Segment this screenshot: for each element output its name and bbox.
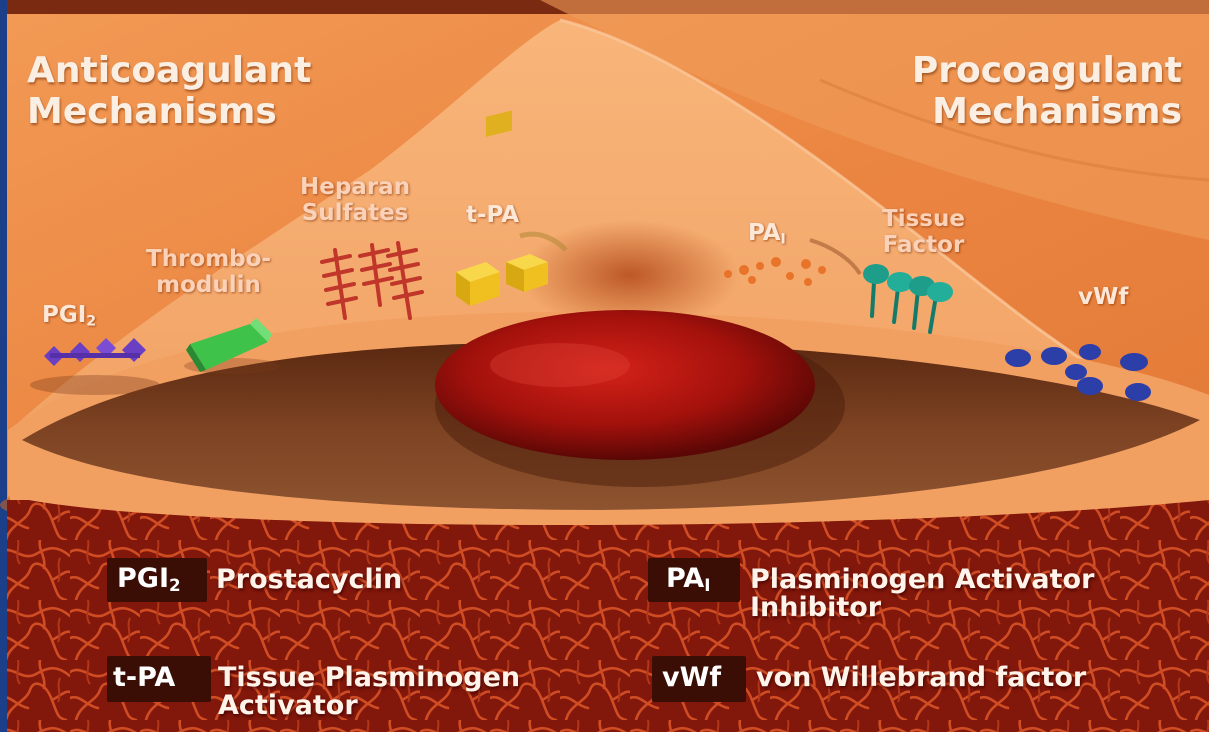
procoagulant-heading-line-1: Procoagulant	[912, 50, 1182, 91]
thrombomodulin-label: Thrombo- modulin	[146, 246, 271, 298]
heparan-sulfates-label-line-1: Heparan	[300, 174, 410, 200]
pgi2-label-base: PGI	[42, 302, 86, 328]
pai-label: PAI	[748, 220, 786, 253]
key-abbr-pai-subscript: I	[704, 575, 710, 595]
pgi2-label: PGI2	[42, 302, 96, 335]
pai-label-subscript: I	[781, 232, 786, 248]
key-definition-pai: Plasminogen Activator Inhibitor	[750, 566, 1094, 622]
tissue-factor-label: Tissue Factor	[882, 206, 965, 258]
key-definition-pgi2-line-1: Prostacyclin	[216, 566, 402, 594]
heparan-sulfates-label: Heparan Sulfates	[300, 174, 410, 226]
procoagulant-heading-line-2: Mechanisms	[912, 91, 1182, 132]
key-abbr-pgi2-subscript: 2	[169, 575, 181, 595]
key-abbr-tpa: t-PA	[113, 662, 175, 694]
thrombomodulin-label-line-2: modulin	[146, 272, 271, 298]
key-abbr-pgi2: PGI2	[117, 563, 181, 601]
heparan-sulfates-label-line-2: Sulfates	[300, 200, 410, 226]
key-definition-tpa-line-2: Activator	[218, 692, 520, 720]
key-definition-pgi2: Prostacyclin	[216, 566, 402, 594]
anticoagulant-heading-line-1: Anticoagulant	[27, 50, 311, 91]
anticoagulant-heading-line-2: Mechanisms	[27, 91, 311, 132]
key-definition-tpa: Tissue Plasminogen Activator	[218, 664, 520, 720]
pai-label-base: PA	[748, 220, 781, 246]
thrombomodulin-label-line-1: Thrombo-	[146, 246, 271, 272]
vwf-label: vWf	[1078, 284, 1128, 310]
key-definition-tpa-line-1: Tissue Plasminogen	[218, 664, 520, 692]
key-definition-vwf: von Willebrand factor	[756, 664, 1086, 692]
tpa-label: t-PA	[466, 202, 519, 228]
tissue-factor-label-line-2: Factor	[882, 232, 965, 258]
anticoagulant-heading: Anticoagulant Mechanisms	[27, 50, 311, 132]
key-abbr-pai-base: PA	[666, 563, 704, 594]
key-definition-pai-line-1: Plasminogen Activator	[750, 566, 1094, 594]
key-definition-pai-line-2: Inhibitor	[750, 594, 1094, 622]
pgi2-label-subscript: 2	[86, 314, 96, 330]
key-definition-vwf-line-1: von Willebrand factor	[756, 664, 1086, 692]
tissue-factor-label-line-1: Tissue	[882, 206, 965, 232]
key-abbr-pai: PAI	[666, 563, 710, 601]
key-abbr-vwf: vWf	[662, 662, 721, 694]
key-abbr-pgi2-base: PGI	[117, 563, 169, 594]
procoagulant-heading: Procoagulant Mechanisms	[912, 50, 1182, 132]
